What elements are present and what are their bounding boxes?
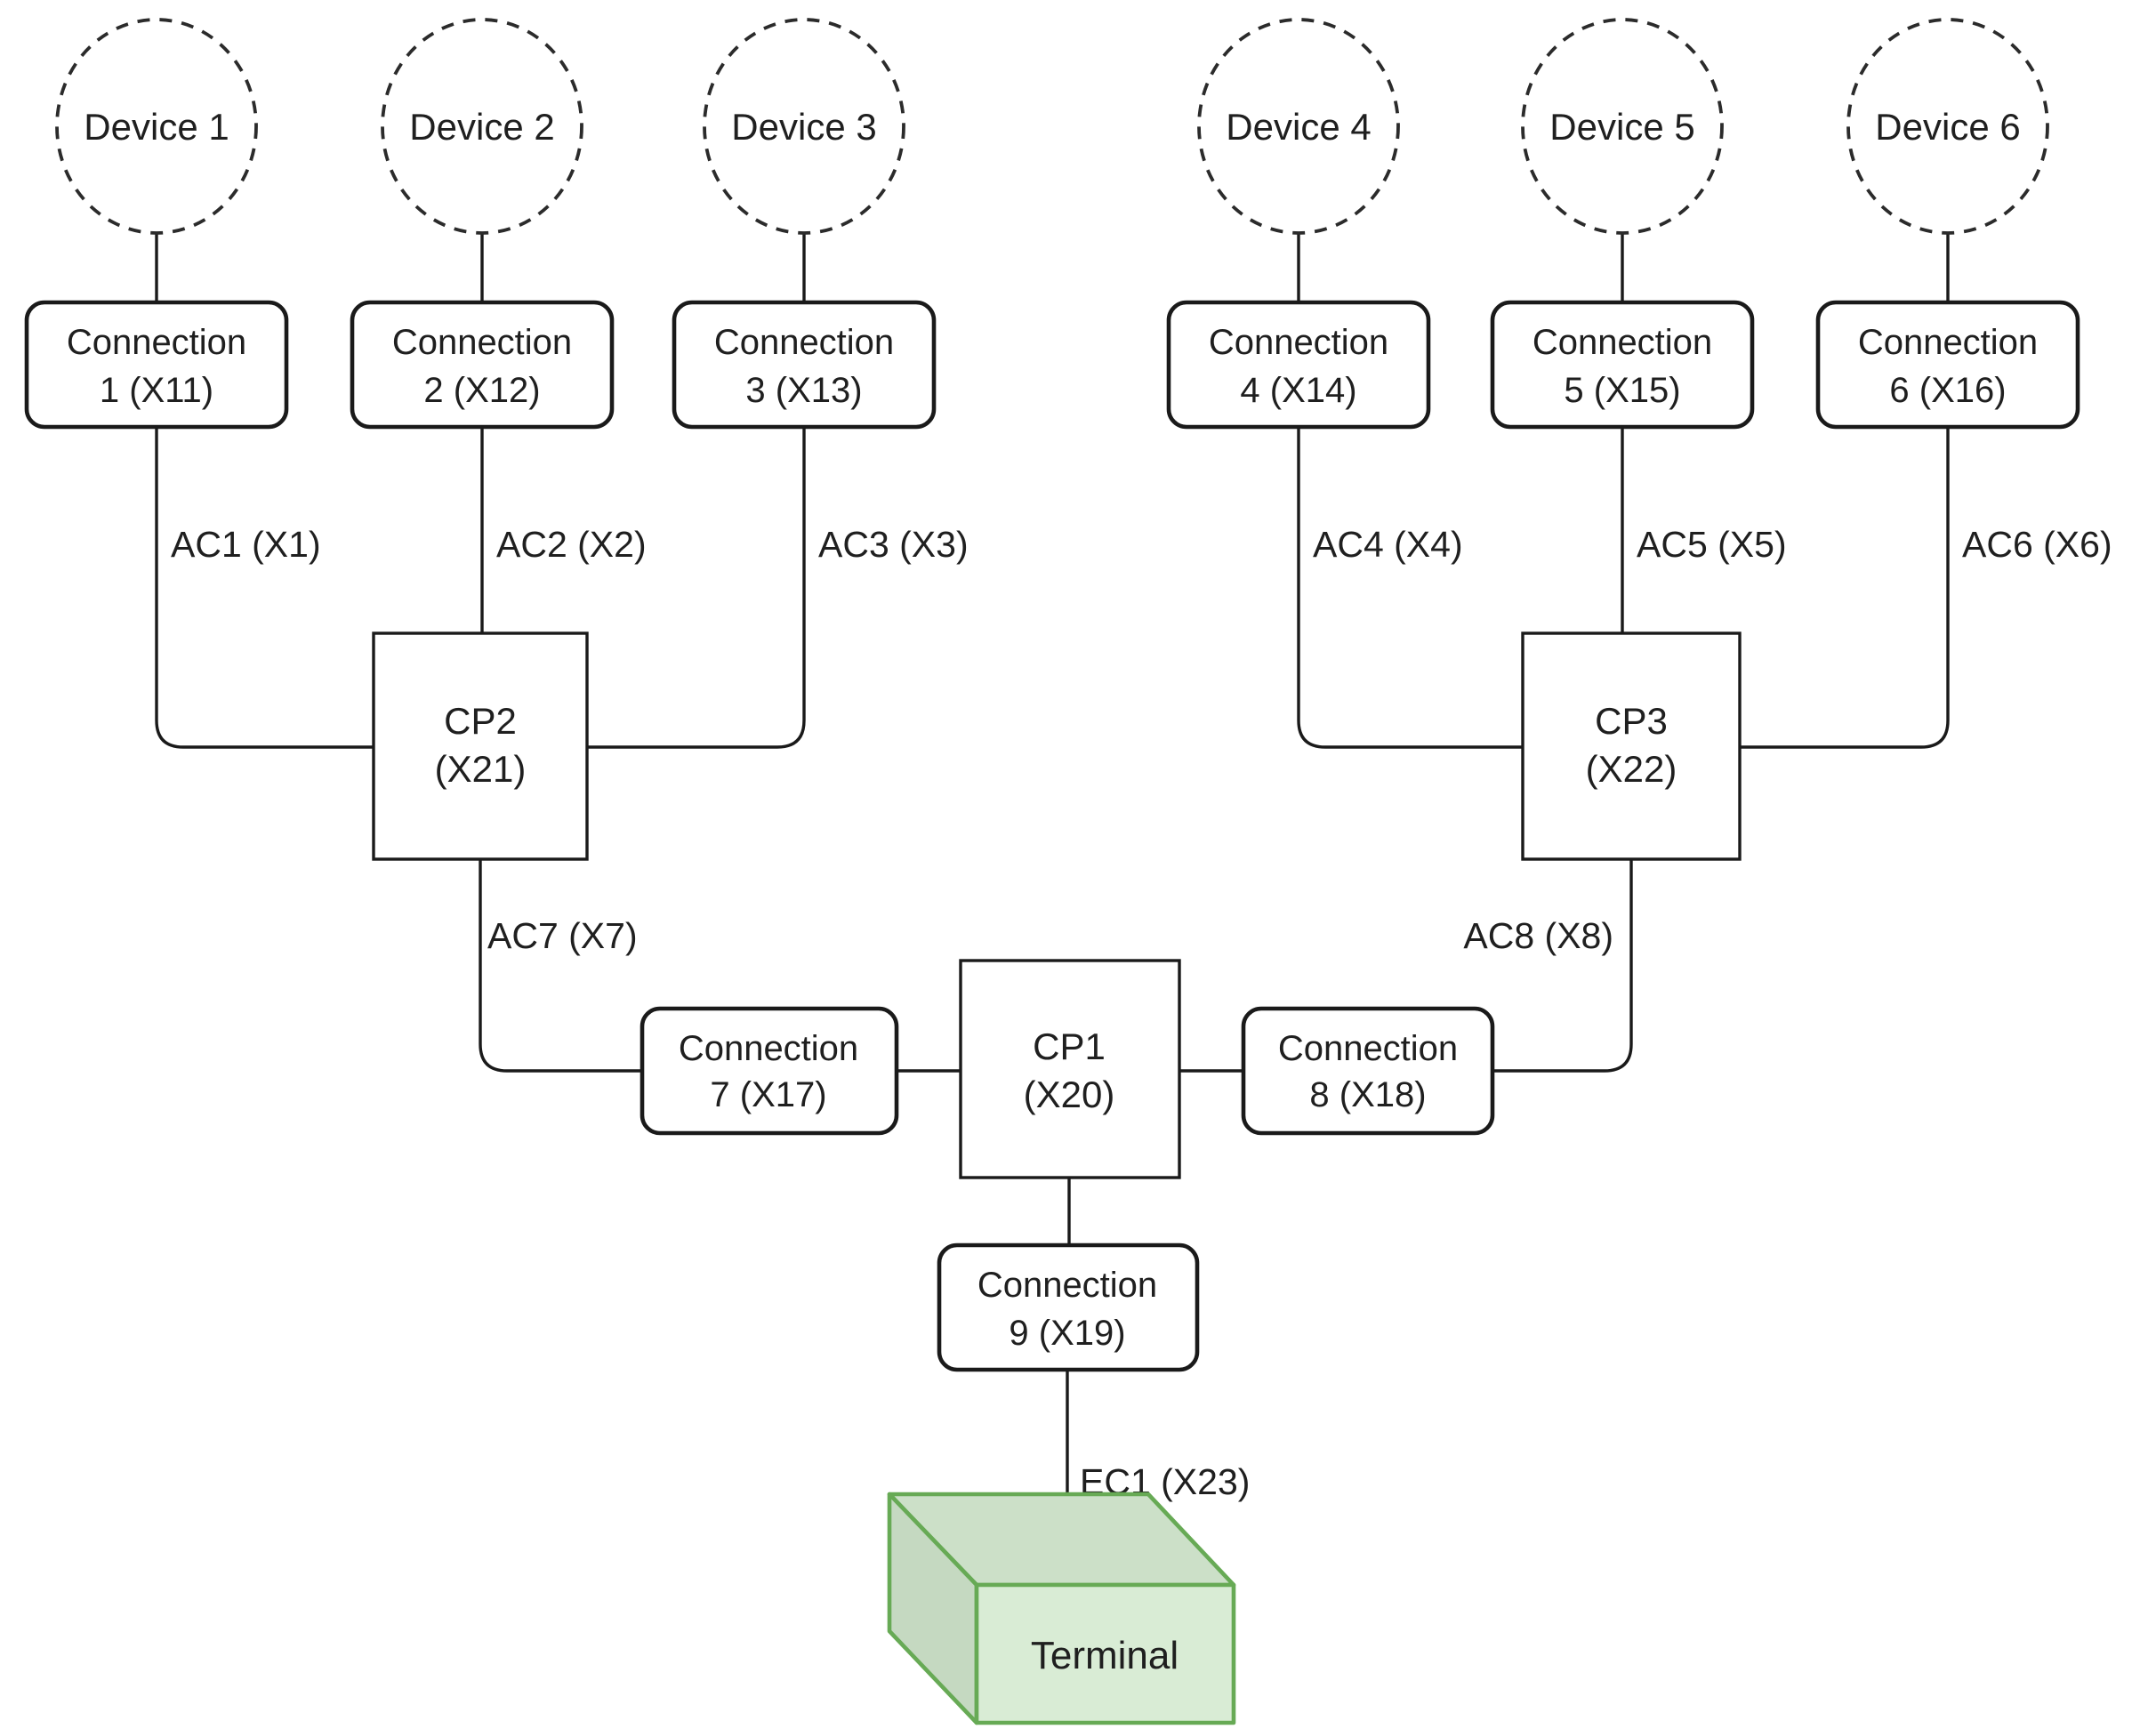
- ac-edge-labels: AC1 (X1) AC2 (X2) AC3 (X3) AC4 (X4) AC5 …: [171, 524, 2112, 565]
- edge-ac7: [479, 859, 642, 1073]
- edge-label-ac8: AC8 (X8): [1463, 915, 1613, 956]
- edge-ac6: [1740, 427, 1950, 749]
- device-5-label: Device 5: [1549, 106, 1694, 148]
- connection-9-node: Connection 9 (X19): [937, 1242, 1200, 1372]
- device-3-label: Device 3: [731, 106, 876, 148]
- edge-ac3: [587, 427, 806, 749]
- cp2-box: [372, 631, 589, 861]
- connection-3-label-line1: Connection: [714, 323, 894, 362]
- device-6-label: Device 6: [1875, 106, 2020, 148]
- connection-4-label-line2: 4 (X14): [1240, 371, 1356, 410]
- cp2-label-line1: CP2: [444, 700, 517, 742]
- edge-label-ac5: AC5 (X5): [1637, 524, 1787, 565]
- connection-6-box: [1815, 300, 2080, 430]
- connection-3-label-line2: 3 (X13): [745, 371, 862, 410]
- device-2-label: Device 2: [409, 106, 554, 148]
- connection-1-box: [24, 300, 289, 430]
- connection-4-node: Connection 4 (X14): [1166, 300, 1431, 430]
- edge-ac8: [1492, 859, 1633, 1073]
- connection-2-box: [350, 300, 615, 430]
- connection-5-box: [1490, 300, 1755, 430]
- connection-5-label-line2: 5 (X15): [1564, 371, 1680, 410]
- cp1-label-line1: CP1: [1033, 1025, 1106, 1067]
- edge-ac4: [1297, 427, 1523, 749]
- connection-7-box: [640, 1006, 899, 1136]
- edge-label-ac3: AC3 (X3): [818, 524, 969, 565]
- device-1-label: Device 1: [84, 106, 229, 148]
- connection-8-box: [1241, 1006, 1495, 1136]
- connection-3-node: Connection 3 (X13): [672, 300, 937, 430]
- edge-label-ac4: AC4 (X4): [1313, 524, 1463, 565]
- edges: [155, 233, 1950, 1494]
- connection-9-box: [937, 1242, 1200, 1372]
- connection-1-node: Connection 1 (X11): [24, 300, 289, 430]
- device-3-node: Device 3: [703, 18, 905, 235]
- cp1-node: CP1 (X20): [959, 959, 1181, 1179]
- connection-8-label-line1: Connection: [1278, 1029, 1458, 1068]
- connection-7-label-line2: 7 (X17): [710, 1075, 826, 1114]
- connection-6-label-line2: 6 (X16): [1889, 371, 2006, 410]
- connection-8-node: Connection 8 (X18): [1241, 1006, 1495, 1136]
- connection-7-label-line1: Connection: [679, 1029, 858, 1068]
- cp1-box: [959, 959, 1181, 1179]
- terminal-node: Terminal: [887, 1492, 1236, 1725]
- device-4-label: Device 4: [1226, 106, 1371, 148]
- cp3-label-line1: CP3: [1595, 700, 1668, 742]
- device-6-node: Device 6: [1846, 18, 2049, 235]
- connection-2-label-line1: Connection: [392, 323, 572, 362]
- cp2-node: CP2 (X21): [372, 631, 589, 861]
- connection-7-node: Connection 7 (X17): [640, 1006, 899, 1136]
- connection-4-box: [1166, 300, 1431, 430]
- connection-6-label-line1: Connection: [1858, 323, 2038, 362]
- connection-2-label-line2: 2 (X12): [423, 371, 540, 410]
- connection-9-label-line2: 9 (X19): [1009, 1314, 1125, 1353]
- connection-3-box: [672, 300, 937, 430]
- device-6-circle: [1846, 18, 2049, 235]
- connection-9-label-line1: Connection: [977, 1266, 1157, 1305]
- connection-5-node: Connection 5 (X15): [1490, 300, 1755, 430]
- connection-2-node: Connection 2 (X12): [350, 300, 615, 430]
- device-1-node: Device 1: [55, 18, 258, 235]
- device-4-circle: [1197, 18, 1400, 235]
- edge-ac1: [155, 427, 374, 749]
- device-2-node: Device 2: [381, 18, 583, 235]
- device-3-circle: [703, 18, 905, 235]
- cp3-label-line2: (X22): [1586, 748, 1677, 790]
- connection-8-label-line2: 8 (X18): [1309, 1075, 1426, 1114]
- device-4-node: Device 4: [1197, 18, 1400, 235]
- cp3-box: [1521, 631, 1742, 861]
- cp2-label-line2: (X21): [435, 748, 527, 790]
- edge-label-ac1: AC1 (X1): [171, 524, 321, 565]
- device-5-node: Device 5: [1521, 18, 1724, 235]
- device-5-circle: [1521, 18, 1724, 235]
- device-2-circle: [381, 18, 583, 235]
- terminal-label: Terminal: [1031, 1634, 1179, 1677]
- edge-label-ac2: AC2 (X2): [496, 524, 647, 565]
- connection-1-label-line2: 1 (X11): [100, 371, 213, 410]
- connection-4-label-line1: Connection: [1209, 323, 1388, 362]
- connection-1-label-line1: Connection: [67, 323, 246, 362]
- edge-label-ac6: AC6 (X6): [1962, 524, 2112, 565]
- cp1-label-line2: (X20): [1024, 1074, 1115, 1115]
- cp3-node: CP3 (X22): [1521, 631, 1742, 861]
- terminal-cube-front-face: [974, 1582, 1236, 1725]
- connection-6-node: Connection 6 (X16): [1815, 300, 2080, 430]
- connection-5-label-line1: Connection: [1533, 323, 1712, 362]
- device-1-circle: [55, 18, 258, 235]
- edge-label-ac7: AC7 (X7): [487, 915, 638, 956]
